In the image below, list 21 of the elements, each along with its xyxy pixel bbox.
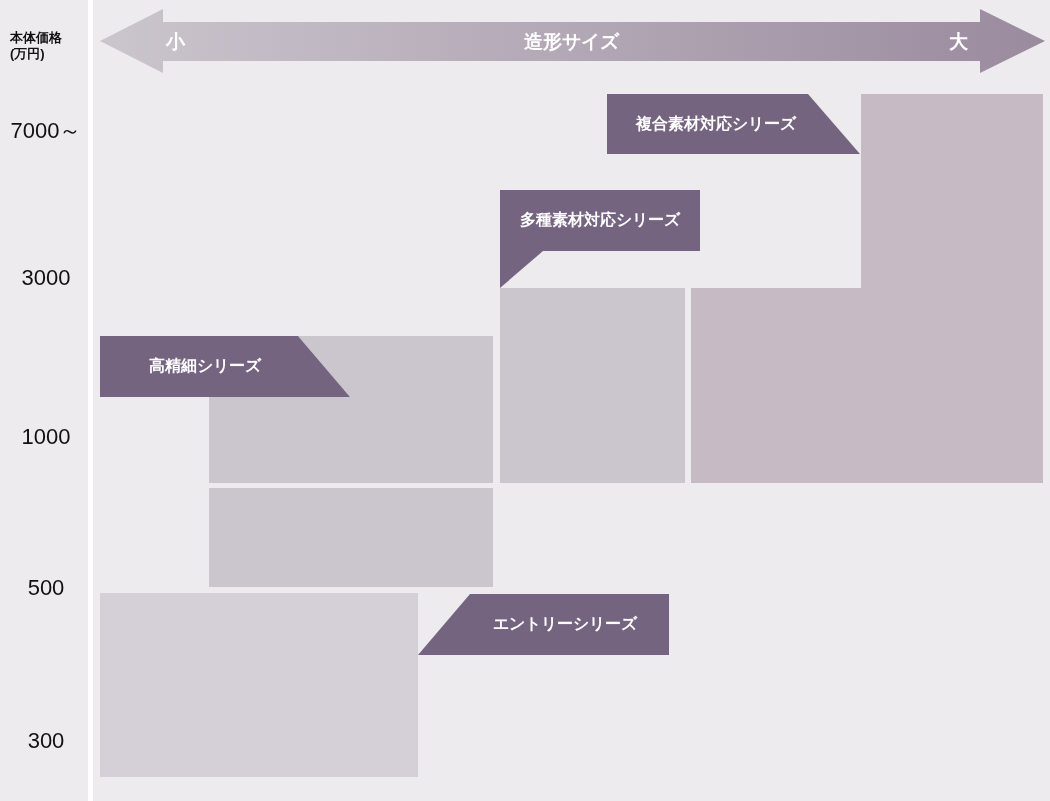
series-tag: [418, 594, 669, 655]
series-label: 高精細シリーズ: [149, 356, 261, 376]
series-label: エントリーシリーズ: [493, 614, 637, 634]
arrow-label: 造形サイズ: [523, 32, 619, 52]
series-tag: [607, 94, 860, 154]
arrow-label: 小: [165, 32, 185, 52]
size-arrow: [100, 9, 1045, 73]
series-label: 多種素材対応シリーズ: [520, 210, 680, 230]
price-tick-label: 1000: [21, 424, 71, 450]
price-range-box: [500, 288, 685, 483]
series-tag: [500, 190, 700, 288]
price-range-box: [209, 488, 493, 587]
arrow-label: 大: [948, 32, 968, 52]
price-tick-label: 300: [27, 728, 65, 754]
price-tick-label: 7000～: [10, 118, 82, 144]
price-range-box: [100, 593, 418, 777]
axis-title: 本体価格(万円): [10, 30, 63, 62]
series-tag: [100, 336, 350, 397]
price-tick-label: 3000: [21, 265, 71, 291]
series-label: 複合素材対応シリーズ: [636, 114, 796, 134]
price-tick-label: 500: [27, 575, 65, 601]
